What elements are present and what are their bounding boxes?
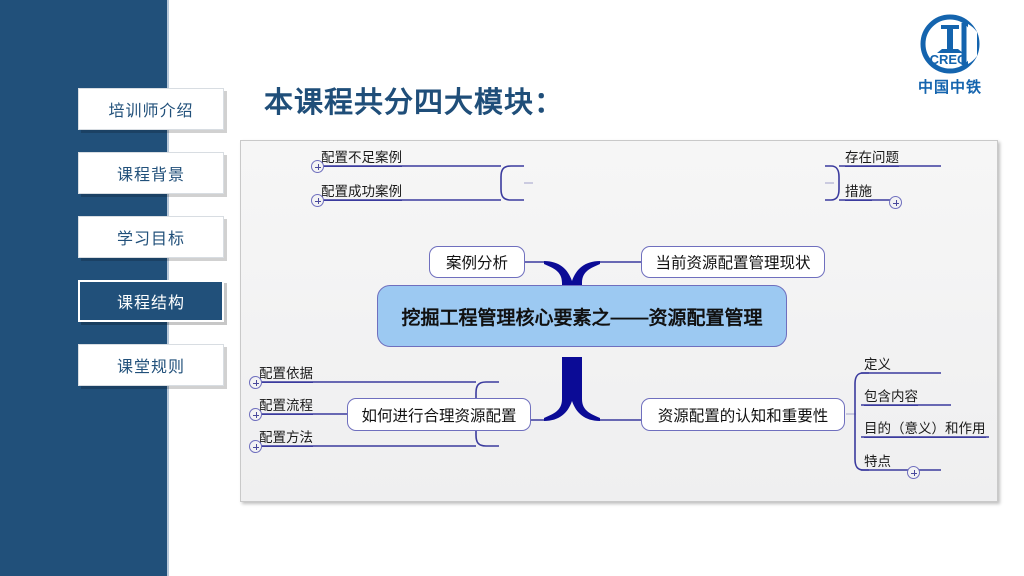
mindmap-leaf-allocation-process[interactable]: 配置流程 (259, 398, 313, 415)
page-title: 本课程共分四大模块： (264, 87, 565, 119)
mindmap-center-node[interactable]: 挖掘工程管理核心要素之——资源配置管理 (377, 285, 787, 347)
mindmap-leaf-successful-case[interactable]: 配置成功案例 (321, 184, 402, 201)
mindmap-leaf-purpose-and-function[interactable]: 目的（意义）和作用 (864, 421, 986, 438)
sidebar-item-label: 课堂规则 (116, 359, 185, 376)
china-railway-logo: CREC 中国中铁 (898, 14, 1002, 98)
sidebar-item-label: 课程背景 (116, 167, 185, 184)
logo-text: 中国中铁 (917, 79, 982, 96)
logo-mark-icon: CREC (920, 14, 980, 74)
mindmap-branch-how-to-allocate[interactable]: 如何进行合理资源配置 (347, 398, 531, 431)
sidebar-item-label: 学习目标 (116, 231, 185, 248)
sidebar-nav: 培训师介绍 课程背景 学习目标 课程结构 课堂规则 (78, 88, 226, 408)
mindmap-branch-case-analysis[interactable]: 案例分析 (429, 246, 525, 278)
mindmap-branch-current-status[interactable]: 当前资源配置管理现状 (641, 246, 825, 278)
sidebar-item-label: 培训师介绍 (108, 103, 194, 120)
svg-text:CREC: CREC (930, 52, 967, 67)
expand-plus-icon[interactable] (311, 194, 324, 207)
mindmap-leaf-allocation-method[interactable]: 配置方法 (259, 430, 313, 447)
mindmap-leaf-characteristics[interactable]: 特点 (864, 454, 891, 469)
sidebar-item-course-background[interactable]: 课程背景 (78, 152, 224, 194)
sidebar-item-learning-objectives[interactable]: 学习目标 (78, 216, 224, 258)
sidebar-item-label: 课程结构 (116, 295, 185, 312)
expand-plus-icon[interactable] (249, 408, 262, 421)
mindmap-leaf-existing-problems[interactable]: 存在问题 (845, 150, 899, 167)
sidebar-item-class-rules[interactable]: 课堂规则 (78, 344, 224, 386)
mindmap-leaf-contents[interactable]: 包含内容 (864, 389, 918, 406)
mindmap-panel: 挖掘工程管理核心要素之——资源配置管理 案例分析 配置不足案例 配置成功案例 当… (240, 140, 998, 502)
mindmap-leaf-definition[interactable]: 定义 (864, 357, 891, 372)
expand-plus-icon[interactable] (249, 376, 262, 389)
mindmap-canvas: 挖掘工程管理核心要素之——资源配置管理 案例分析 配置不足案例 配置成功案例 当… (241, 141, 997, 501)
expand-plus-icon[interactable] (889, 196, 902, 209)
mindmap-leaf-insufficient-case[interactable]: 配置不足案例 (321, 150, 402, 167)
expand-plus-icon[interactable] (907, 466, 920, 479)
mindmap-leaf-allocation-basis[interactable]: 配置依据 (259, 366, 313, 383)
mindmap-branch-cognition-importance[interactable]: 资源配置的认知和重要性 (641, 398, 845, 431)
sidebar-item-trainer-intro[interactable]: 培训师介绍 (78, 88, 224, 130)
expand-plus-icon[interactable] (311, 160, 324, 173)
expand-plus-icon[interactable] (249, 440, 262, 453)
mindmap-leaf-measures[interactable]: 措施 (845, 184, 872, 201)
sidebar-item-course-structure[interactable]: 课程结构 (78, 280, 224, 322)
